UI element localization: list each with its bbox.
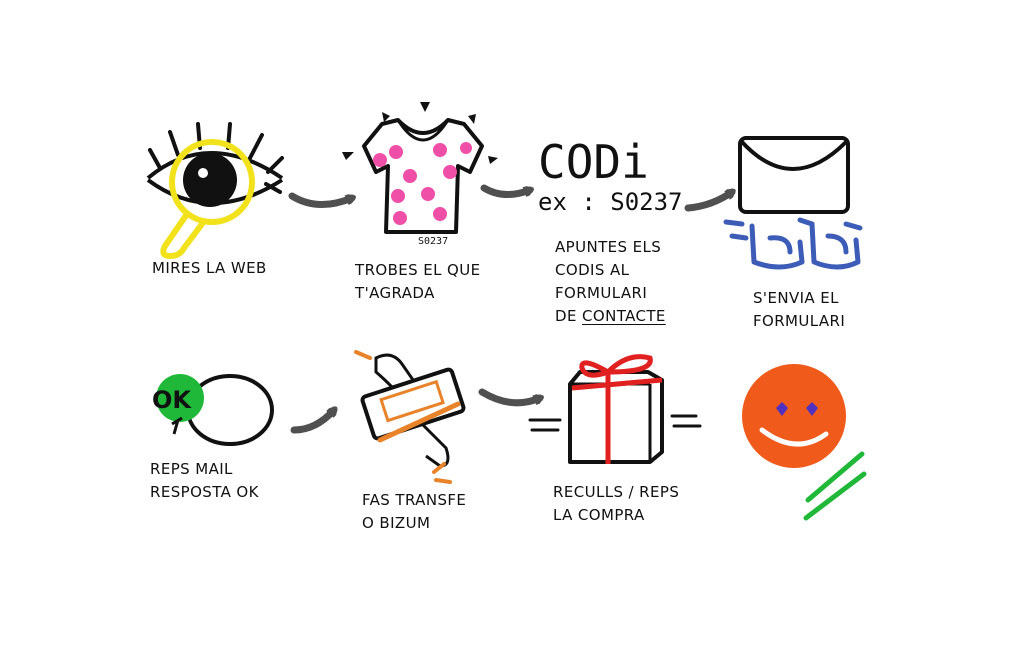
codi-example: ex : S0237 (538, 188, 683, 216)
arrow-5 (478, 388, 540, 407)
contact-link[interactable]: CONTACTE (582, 307, 666, 325)
mail-ok-icon: OK (152, 374, 274, 446)
step-3-line-3: FORMULARI (555, 284, 648, 302)
money-transfer-icon (354, 350, 466, 484)
step-6-line-2: O BIZUM (362, 514, 431, 532)
eye-magnifier-icon (146, 122, 284, 259)
step-7-line-1: RECULLS / REPS (553, 483, 680, 501)
step-7-label: RECULLS / REPS LA COMPRA (553, 481, 679, 527)
step-6-line-1: FAS TRANSFE (362, 491, 467, 509)
step-1-label: MIRES LA WEB (152, 257, 267, 280)
arrow-3 (684, 188, 732, 212)
step-5-label: REPS MAIL RESPOSTA OK (150, 458, 259, 504)
step-7-line-2: LA COMPRA (553, 506, 645, 524)
arrow-1 (288, 192, 352, 209)
envelope-icon (723, 136, 863, 270)
step-2-line-2: T'AGRADA (355, 284, 435, 302)
gift-box-icon (528, 354, 702, 464)
step-2-line-1: TROBES EL QUE (355, 261, 481, 279)
step-2-label: TROBES EL QUE T'AGRADA (355, 259, 481, 305)
step-3-label: APUNTES ELS CODIS AL FORMULARI DE CONTAC… (555, 236, 666, 328)
ok-bubble-text: OK (152, 386, 192, 414)
step-3-prefix: DE (555, 307, 582, 325)
arrow-4 (290, 410, 334, 434)
step-6-label: FAS TRANSFE O BIZUM (362, 489, 466, 535)
step-5-line-2: RESPOSTA OK (150, 483, 259, 501)
step-4-line-1: S'ENVIA EL (753, 289, 839, 307)
step-3-line-2: CODIS AL (555, 261, 630, 279)
step-5-line-1: REPS MAIL (150, 460, 233, 478)
codi-title: CODi (538, 135, 649, 189)
shirt-icon: S0237 (342, 102, 498, 247)
step-4-label: S'ENVIA EL FORMULARI (753, 287, 845, 333)
step-1-line-1: MIRES LA WEB (152, 259, 267, 277)
step-3-line-1: APUNTES ELS (555, 238, 662, 256)
arrow-2 (480, 184, 530, 198)
step-3-line-4: DE CONTACTE (555, 305, 666, 328)
step-4-line-2: FORMULARI (753, 312, 846, 330)
smiley-icon (742, 364, 867, 521)
shirt-code-tag: S0237 (418, 236, 448, 247)
code-note-icon: CODi ex : S0237 (538, 135, 683, 216)
